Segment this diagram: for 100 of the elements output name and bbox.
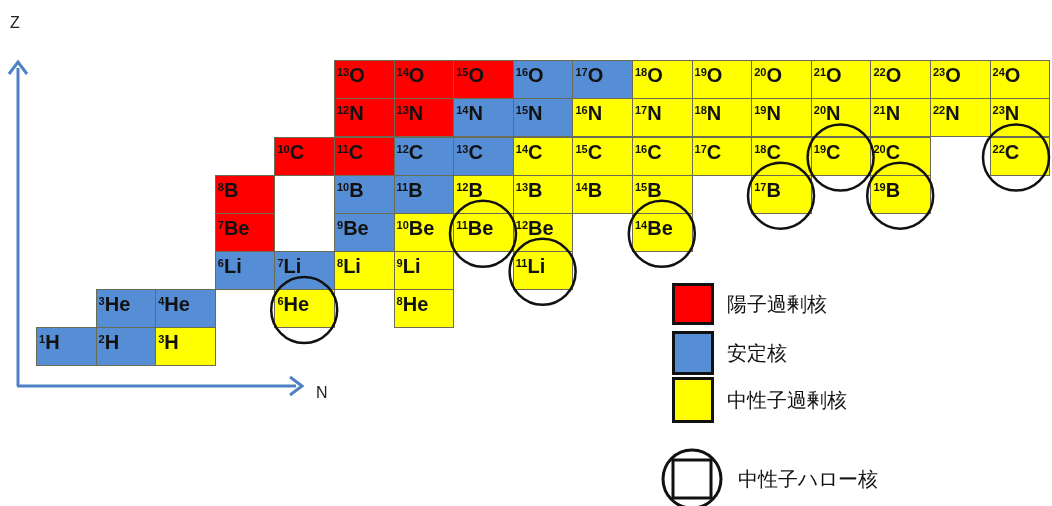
- nuclide-cell: [334, 212, 395, 252]
- nuclide-symbol: $^{6}$Li: [217, 255, 242, 276]
- nuclide-cell: [334, 136, 395, 176]
- nuclide-symbol: $^{9}$Be: [337, 217, 369, 238]
- axis-label: Z: [10, 14, 20, 32]
- nuclide-cell: [214, 212, 276, 252]
- nuclide-symbol: $^{22}$N: [933, 103, 960, 124]
- nuclide-symbol: $^{14}$O: [396, 65, 425, 86]
- nuclide-cell: [930, 98, 991, 138]
- nuclide-symbol: $^{21}$O: [813, 65, 842, 86]
- nuclide-symbol: $^{14}$N: [456, 103, 483, 124]
- nuclide-symbol: $^{11}$C: [337, 141, 364, 162]
- nuclide-symbol: $^{18}$N: [694, 103, 722, 124]
- nuclide-symbol: $^{10}$B: [337, 179, 364, 200]
- nuclide-cell: [989, 60, 1051, 100]
- nuclide-symbol: $^{18}$C: [754, 141, 781, 162]
- nuclide-cell: [453, 60, 514, 100]
- nuclide-cell: [572, 98, 633, 138]
- nuclide-symbol: $^{8}$He: [396, 293, 429, 314]
- nuclide-cell: [632, 60, 693, 100]
- nuclide-cell: [393, 98, 455, 138]
- nuclide-symbol: $^{3}$H: [158, 332, 179, 352]
- nuclide-symbol: $^{9}$Li: [396, 255, 421, 276]
- nuclide-cell: [274, 136, 335, 176]
- nuclide-cell: [274, 288, 335, 328]
- nuclide-symbol: $^{14}$B: [575, 179, 603, 200]
- nuclide-cell: [751, 174, 812, 214]
- nuclide-symbol: $^{19}$C: [813, 141, 841, 162]
- nuclide-cell: [334, 250, 395, 290]
- nuclide-symbol: $^{16}$N: [575, 103, 603, 124]
- legend-label: 安定核: [727, 340, 787, 367]
- legend-label: 陽子過剰核: [727, 291, 827, 318]
- nuclide-cell: [155, 327, 216, 367]
- nuclide-cell: [393, 288, 455, 328]
- nuclide-symbol: $^{16}$O: [515, 65, 544, 86]
- nuclide-cell: [691, 98, 753, 138]
- legend-label: 中性子ハロー核: [738, 466, 878, 493]
- nuclide-cell: [870, 174, 931, 214]
- nuclide-symbol: $^{13}$B: [515, 179, 543, 200]
- nuclide-symbol: $^{15}$C: [575, 141, 603, 162]
- nuclide-symbol: $^{22}$C: [992, 141, 1020, 162]
- nuclide-symbol: $^{13}$N: [396, 103, 424, 124]
- nuclide-cell: [572, 174, 633, 214]
- nuclide-cell: [989, 98, 1051, 138]
- nuclide-symbol: $^{17}$B: [754, 179, 781, 200]
- nuclide-symbol: $^{14}$C: [515, 141, 543, 162]
- nuclide-symbol: $^{19}$B: [873, 179, 901, 200]
- nuclide-symbol: $^{14}$Be: [635, 217, 673, 238]
- nuclide-symbol: $^{12}$C: [396, 141, 424, 162]
- nuclide-cell: [632, 136, 693, 176]
- nuclide-symbol: $^{11}$Li: [515, 255, 546, 276]
- nuclide-symbol: $^{19}$N: [754, 103, 781, 124]
- nuclide-symbol: $^{20}$O: [754, 65, 782, 86]
- nuclide-symbol: $^{13}$C: [456, 141, 483, 162]
- nuclide-cell: [512, 98, 574, 138]
- nuclide-cell: [95, 288, 157, 328]
- nuclide-cell: [453, 136, 514, 176]
- nuclide-cell: [572, 60, 633, 100]
- nuclide-symbol: $^{20}$N: [813, 103, 841, 124]
- nuclide-symbol: $^{10}$C: [277, 141, 305, 162]
- nuclide-symbol: $^{24}$O: [992, 65, 1021, 86]
- nuclide-cell: [512, 250, 574, 290]
- nuclide-cell: [751, 60, 812, 100]
- nuclide-symbol: $^{12}$B: [456, 179, 483, 200]
- nuclide-cell: [572, 136, 633, 176]
- nuclide-cell: [453, 212, 514, 252]
- nuclide-cell: [274, 250, 335, 290]
- nuclide-cell: [989, 136, 1051, 176]
- nuclide-symbol: $^{15}$B: [635, 179, 662, 200]
- nuclide-cell: [334, 98, 395, 138]
- nuclide-cell: [870, 60, 931, 100]
- nuclide-symbol: $^{17}$O: [575, 65, 604, 86]
- nuclide-symbol: $^{19}$O: [694, 65, 723, 86]
- nuclide-symbol: $^{16}$C: [635, 141, 662, 162]
- nuclide-cell: [393, 250, 455, 290]
- nuclide-cell: [95, 327, 157, 367]
- nuclide-cell: [214, 174, 276, 214]
- nuclide-symbol: $^{15}$O: [456, 65, 484, 86]
- nuclide-cell: [632, 98, 693, 138]
- nuclide-symbol: $^{11}$Be: [456, 217, 494, 238]
- nuclide-symbol: $^{23}$O: [933, 65, 961, 86]
- nuclide-symbol: $^{23}$N: [992, 103, 1020, 124]
- nuclide-cell: [930, 60, 991, 100]
- nuclide-cell: [334, 60, 395, 100]
- nuclide-symbol: $^{10}$Be: [396, 217, 435, 238]
- nuclide-symbol: $^{8}$Li: [337, 255, 361, 276]
- nuclide-symbol: $^{1}$H: [39, 332, 60, 352]
- nuclide-cell: [870, 98, 931, 138]
- nuclide-symbol: $^{7}$Li: [277, 255, 302, 276]
- legend-label: 中性子過剰核: [727, 387, 847, 414]
- nuclide-cell: [751, 98, 812, 138]
- nuclide-symbol: $^{15}$N: [515, 103, 543, 124]
- nuclide-symbol: $^{12}$N: [337, 103, 364, 124]
- nuclide-symbol: $^{8}$B: [217, 179, 239, 200]
- nuclide-symbol: $^{11}$B: [396, 179, 423, 200]
- nuclide-cell: [36, 327, 97, 367]
- nuclide-symbol: $^{13}$O: [337, 65, 365, 86]
- nuclide-symbol: $^{21}$N: [873, 103, 901, 124]
- nuclide-cell: [632, 212, 693, 252]
- nuclide-cell: [453, 98, 514, 138]
